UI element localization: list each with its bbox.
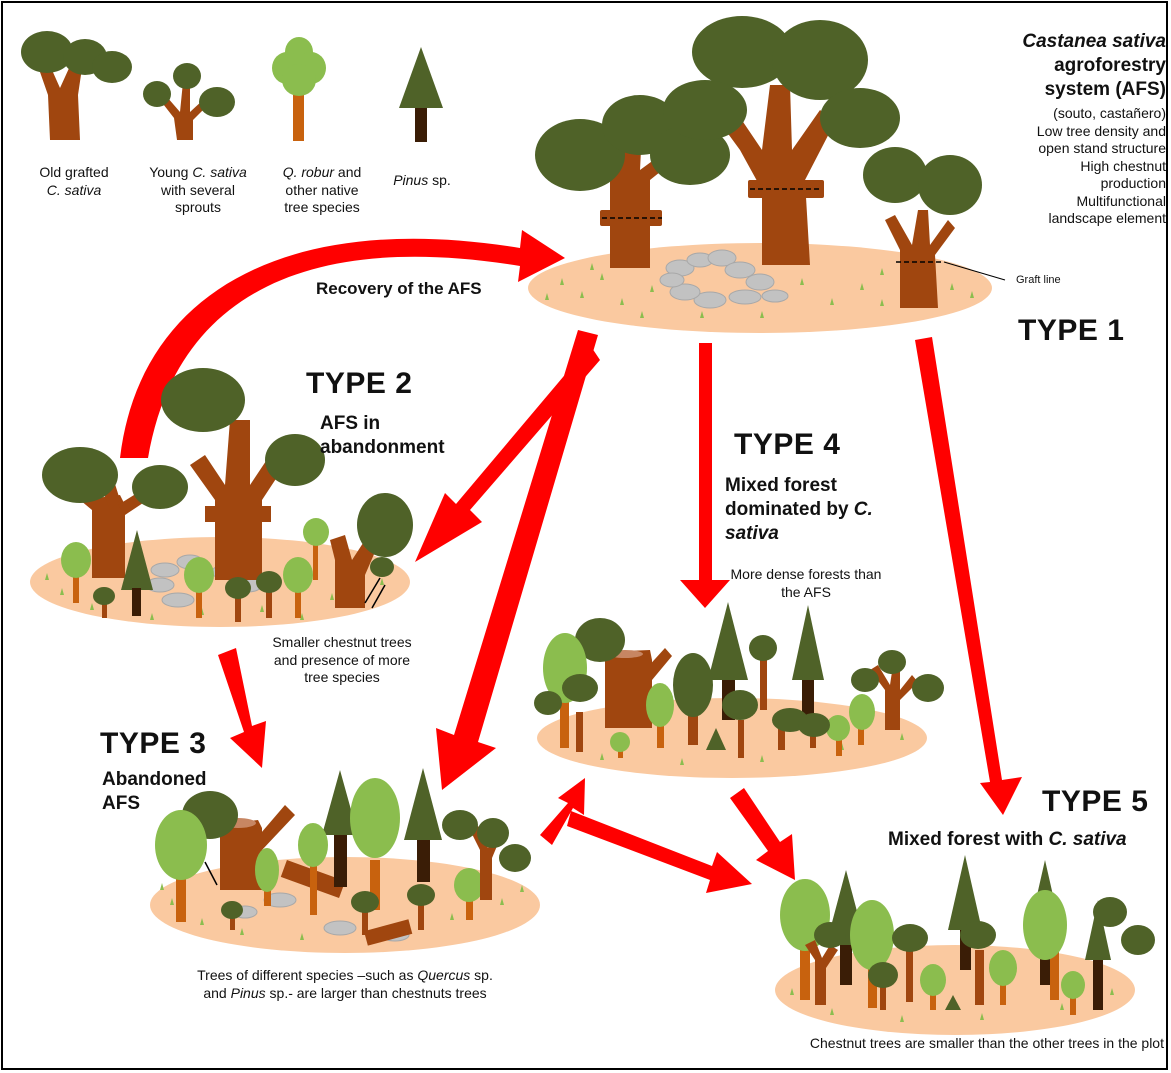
legend-old-grafted-caption: Old grafted C. sativa: [39, 164, 109, 198]
type3-subtitle: Abandoned AFS: [102, 769, 207, 814]
arrow-type1-type4: [680, 343, 730, 608]
type1-description: (souto, castañero) Low tree density and …: [1036, 105, 1166, 226]
type2-subtitle: AFS in abandonment: [320, 413, 445, 458]
legend-pinus-icon: [399, 47, 443, 142]
type2-scene: [30, 368, 413, 627]
type5-description: Chestnut trees are smaller than the othe…: [809, 1035, 1164, 1051]
recovery-label: Recovery of the AFS: [316, 279, 482, 298]
arrow-type1-type5: [915, 337, 1022, 815]
type3-scene: [150, 768, 540, 953]
arrow-type1-type2: [415, 345, 600, 562]
type4-description: More dense forests than the AFS: [730, 566, 882, 600]
arrow-type4-type5: [730, 788, 795, 880]
type5-subtitle: Mixed forest with C. sativa: [888, 829, 1127, 850]
arrow-type3-type5: [567, 811, 752, 893]
type3-description: Trees of different species –such as Quer…: [197, 967, 493, 1001]
type1-title: TYPE 1: [1018, 314, 1125, 347]
graft-line-label: Graft line: [1016, 274, 1061, 286]
arrow-type3-type4: [540, 778, 585, 845]
legend-robur-caption: Q. robur and other native tree species: [282, 164, 362, 215]
legend-quercus-robur-icon: [272, 37, 326, 141]
recovery-arrow: [120, 230, 565, 458]
type1-heading: Castanea sativa agroforestry system (AFS…: [1022, 31, 1166, 100]
transition-arrows: [120, 230, 1022, 893]
arrow-type1-type3: [436, 330, 598, 790]
legend-old-grafted-icon: [21, 31, 132, 140]
type2-title: TYPE 2: [306, 367, 413, 400]
type3-title: TYPE 3: [100, 727, 207, 760]
arrow-type2-type3: [218, 648, 266, 768]
legend-young-sativa-icon: [143, 63, 235, 140]
type4-title: TYPE 4: [734, 428, 841, 461]
type1-scene: [528, 16, 1006, 333]
type5-title: TYPE 5: [1042, 785, 1149, 818]
type5-scene: [775, 855, 1155, 1035]
type4-subtitle: Mixed forest dominated by C. sativa: [725, 475, 873, 544]
type4-scene: [534, 602, 944, 778]
legend-young-caption: Young C. sativa with several sprouts: [149, 164, 247, 215]
legend-pinus-caption: Pinus sp.: [393, 172, 451, 188]
type2-description: Smaller chestnut trees and presence of m…: [272, 634, 412, 685]
